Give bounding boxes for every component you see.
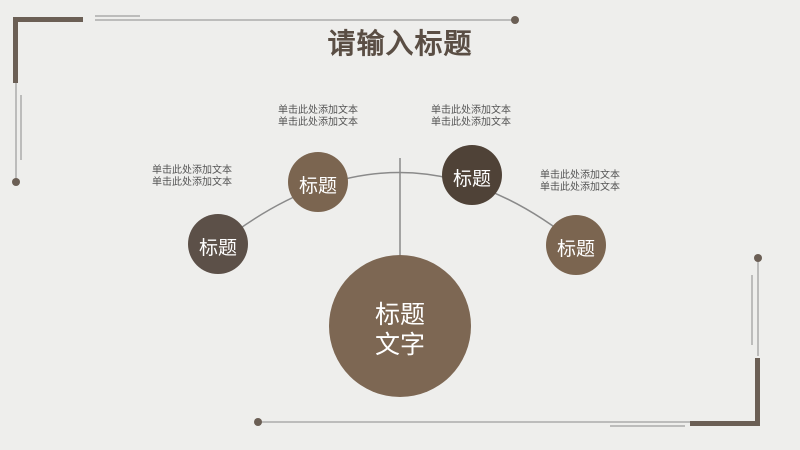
node-label-2: 标题 <box>298 175 337 197</box>
node-circle-4 <box>546 215 606 275</box>
frame-dot <box>254 418 262 426</box>
caption-2-line2: 单击此处添加文本 <box>278 117 358 128</box>
frame-dot <box>754 254 762 262</box>
connector-arc <box>217 171 579 246</box>
node-circle-1 <box>188 214 248 274</box>
node-circle-2 <box>288 152 348 212</box>
caption-4-line1: 单击此处添加文本 <box>540 170 620 181</box>
corner-bar-bottom <box>690 421 760 426</box>
center-label-line1: 标题 <box>374 300 425 329</box>
center-circle <box>329 255 471 397</box>
caption-2-line1: 单击此处添加文本 <box>278 105 358 116</box>
caption-4-line2: 单击此处添加文本 <box>540 182 620 193</box>
corner-bar-right <box>755 358 760 426</box>
center-label: 标题 文字 <box>340 300 460 360</box>
frame-dot <box>511 16 519 24</box>
page-title: 请输入标题 <box>327 27 473 60</box>
caption-1-line2: 单击此处添加文本 <box>152 177 232 188</box>
node-label-3: 标题 <box>452 168 491 190</box>
node-label-4: 标题 <box>556 238 595 260</box>
node-circle-3 <box>442 145 502 205</box>
caption-3: 单击此处添加文本 单击此处添加文本 <box>431 105 511 129</box>
caption-2: 单击此处添加文本 单击此处添加文本 <box>278 105 358 129</box>
corner-bar-top <box>13 17 83 22</box>
caption-3-line2: 单击此处添加文本 <box>431 117 511 128</box>
frame-dot <box>12 178 20 186</box>
caption-1: 单击此处添加文本 单击此处添加文本 <box>152 165 232 189</box>
caption-3-line1: 单击此处添加文本 <box>431 105 511 116</box>
caption-1-line1: 单击此处添加文本 <box>152 165 232 176</box>
node-label-1: 标题 <box>198 237 237 259</box>
corner-bar-left <box>13 17 18 83</box>
caption-4: 单击此处添加文本 单击此处添加文本 <box>540 170 620 194</box>
center-label-line2: 文字 <box>374 330 425 359</box>
